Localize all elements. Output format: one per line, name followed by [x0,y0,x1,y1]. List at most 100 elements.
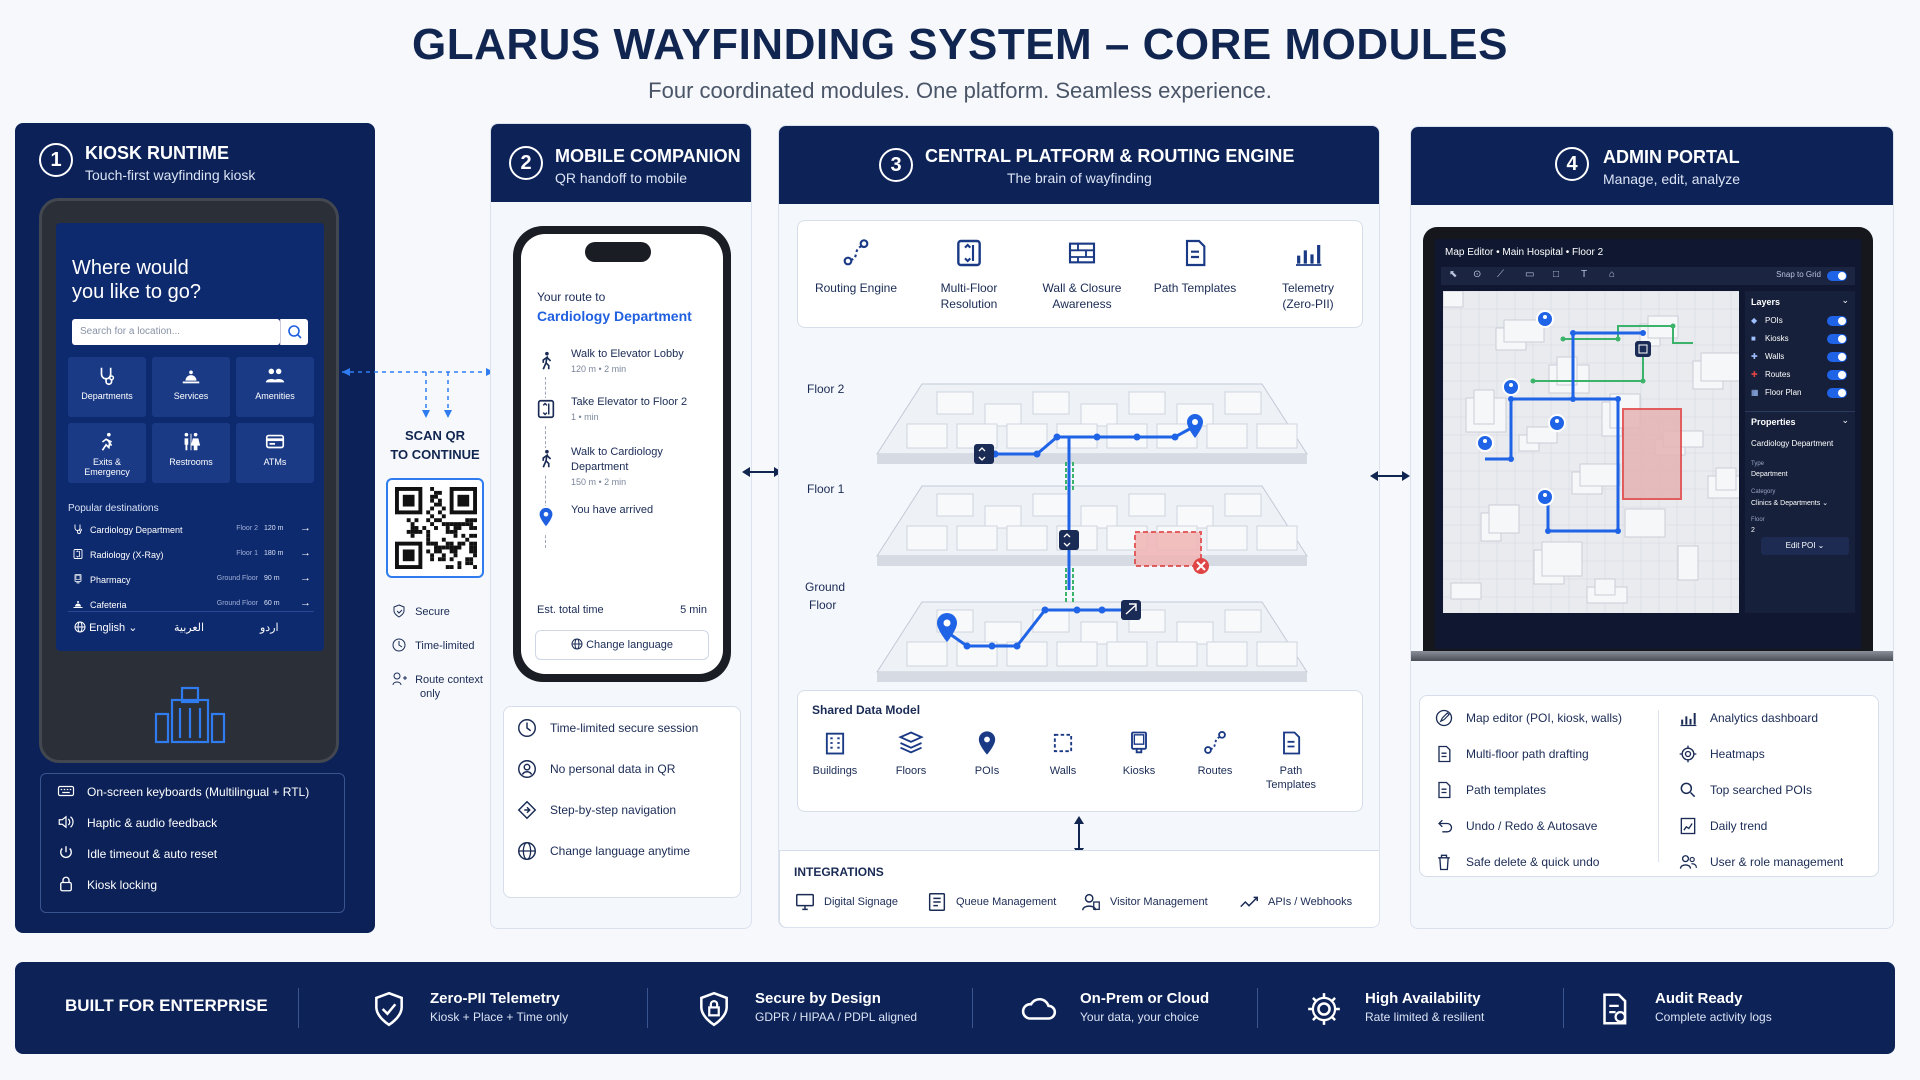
digital-signage-icon [794,891,816,916]
mobile-number: 2 [509,146,543,180]
layer-row[interactable]: ◆POIs [1751,315,1849,329]
layer-toggle-knob [1838,389,1846,397]
keyboard-icon [57,782,75,803]
engine-item-label: Wall & Closure [1042,281,1122,295]
kiosk-tile-departments[interactable]: Departments [68,357,146,417]
snap-to-grid-toggle[interactable] [1827,271,1847,281]
kiosk-screen: Where would you like to go? Search for a… [56,223,324,651]
wall-closure-icon [1032,237,1132,269]
layers-collapse-icon[interactable]: ⌄ [1841,295,1849,305]
layer-row[interactable]: ■Kiosks [1751,333,1849,347]
kiosk-heading-2: you like to go? [72,281,201,303]
enterprise-item-sub: Your data, your choice [1080,1010,1199,1024]
rotate-tool-icon[interactable]: ⊙ [1473,269,1482,280]
property-category-select[interactable]: Clinics & Departments ⌄ [1751,500,1829,507]
layers-panel: Layers ⌄ ◆POIs ■Kiosks ✚Walls ✚Routes ▦Floor… [1745,291,1855,613]
navigation-icon [516,799,538,824]
route-step-title: Take Elevator to Floor 2 [571,396,688,408]
select-tool-icon[interactable]: ⬉ [1449,269,1458,280]
kiosk-tile-label: ATMs [263,457,287,467]
users-icon [1678,852,1698,875]
floor-label-ground: Ground [805,580,846,594]
language-english[interactable]: English ⌄ [74,621,137,634]
search-button[interactable] [280,319,308,345]
kiosk-tile-exits-emergency[interactable]: Exits & Emergency [68,423,146,483]
editor-map-canvas[interactable] [1443,291,1739,613]
kiosk-feature-label: Haptic & audio feedback [87,816,218,830]
central-panel: 3 CENTRAL PLATFORM & ROUTING ENGINE The … [778,125,1380,928]
mobile-feature-label: Step-by-step navigation [550,803,677,817]
language-arabic[interactable]: العربية [174,622,205,634]
rectangle-tool-icon[interactable]: ▭ [1525,269,1535,280]
kiosk-feature-label: Idle timeout & auto reset [87,847,218,861]
properties-collapse-icon[interactable]: ⌄ [1841,415,1849,425]
engine-item-label-2: Awareness [1052,297,1112,311]
path-templates-icon [1434,780,1454,803]
undo-icon [1434,816,1454,839]
layer-row[interactable]: ✚Routes [1751,369,1849,383]
property-poi-name: Cardiology Department [1751,439,1834,448]
admin-screen: Map Editor • Main Hospital • Floor 2 ⬉ ⊙… [1435,239,1861,649]
stamp-tool-icon[interactable]: ⌂ [1609,269,1616,280]
globe-icon [74,621,86,633]
arrow-right-icon: → [300,547,311,559]
laptop-base [1411,651,1893,661]
routing-engine-icon [806,237,906,269]
enterprise-divider [972,988,973,1028]
layer-toggle[interactable] [1827,316,1847,326]
destination-icon [72,573,84,587]
square-tool-icon[interactable]: □ [1553,269,1560,280]
destination-floor: Ground Floor [216,600,258,607]
admin-feature-label: Daily trend [1710,819,1768,833]
total-time-value: 5 min [680,604,707,616]
kiosk-tile-services[interactable]: Services [152,357,230,417]
change-language-button[interactable]: Change language [535,630,709,660]
layer-toggle[interactable] [1827,352,1847,362]
queue-icon [926,891,948,916]
property-type-value: Department [1751,471,1788,478]
layer-toggle[interactable] [1827,370,1847,380]
language-urdu[interactable]: اردو [260,622,279,634]
edit-poi-button[interactable]: Edit POI ⌄ [1761,537,1849,555]
edit-poi-label: Edit POI [1785,541,1816,550]
atm-icon [236,431,314,455]
lock-icon [57,875,75,896]
qr-code[interactable] [386,478,484,578]
layer-label: POIs [1765,316,1783,325]
admin-feature-label: Safe delete & quick undo [1466,855,1600,869]
shared-model-label: Buildings [812,765,858,777]
layers-label: Layers [1751,297,1781,307]
no-personal-data-icon [516,758,538,783]
engine-item-label: Path Templates [1153,281,1237,295]
route-context-icon [392,672,407,686]
poi-pin-icon [954,729,1020,757]
floor-label-ground-2: Floor [809,598,837,612]
mobile-feature: Change language anytime [516,840,736,864]
qr-note-route-label-2: only [420,688,441,700]
layer-row[interactable]: ▦Floor Plan [1751,387,1849,401]
text-tool-icon[interactable]: T [1581,269,1588,280]
shared-model-label: Kiosks [1122,765,1156,777]
api-icon [1238,891,1260,916]
layer-toggle[interactable] [1827,334,1847,344]
enterprise-item-title: On-Prem or Cloud [1080,990,1210,1007]
draw-tool-icon[interactable]: ⟋ [1497,269,1504,280]
layer-toggle-knob [1838,335,1846,343]
mobile-central-arrow [742,467,782,477]
kiosk-subtitle: Touch-first wayfinding kiosk [85,167,256,183]
kiosk-tile-restrooms[interactable]: Restrooms [152,423,230,483]
total-time-label: Est. total time [537,604,604,616]
kiosk-search-input[interactable]: Search for a location... [72,319,280,345]
kiosk-tile-amenities[interactable]: Amenities [236,357,314,417]
layer-row[interactable]: ✚Walls [1751,351,1849,365]
enterprise-divider [1257,988,1258,1028]
kiosk-tile-atms[interactable]: ATMs [236,423,314,483]
scan-qr-label: SCAN QR TO CONTINUE [380,428,490,462]
layer-toggle[interactable] [1827,388,1847,398]
